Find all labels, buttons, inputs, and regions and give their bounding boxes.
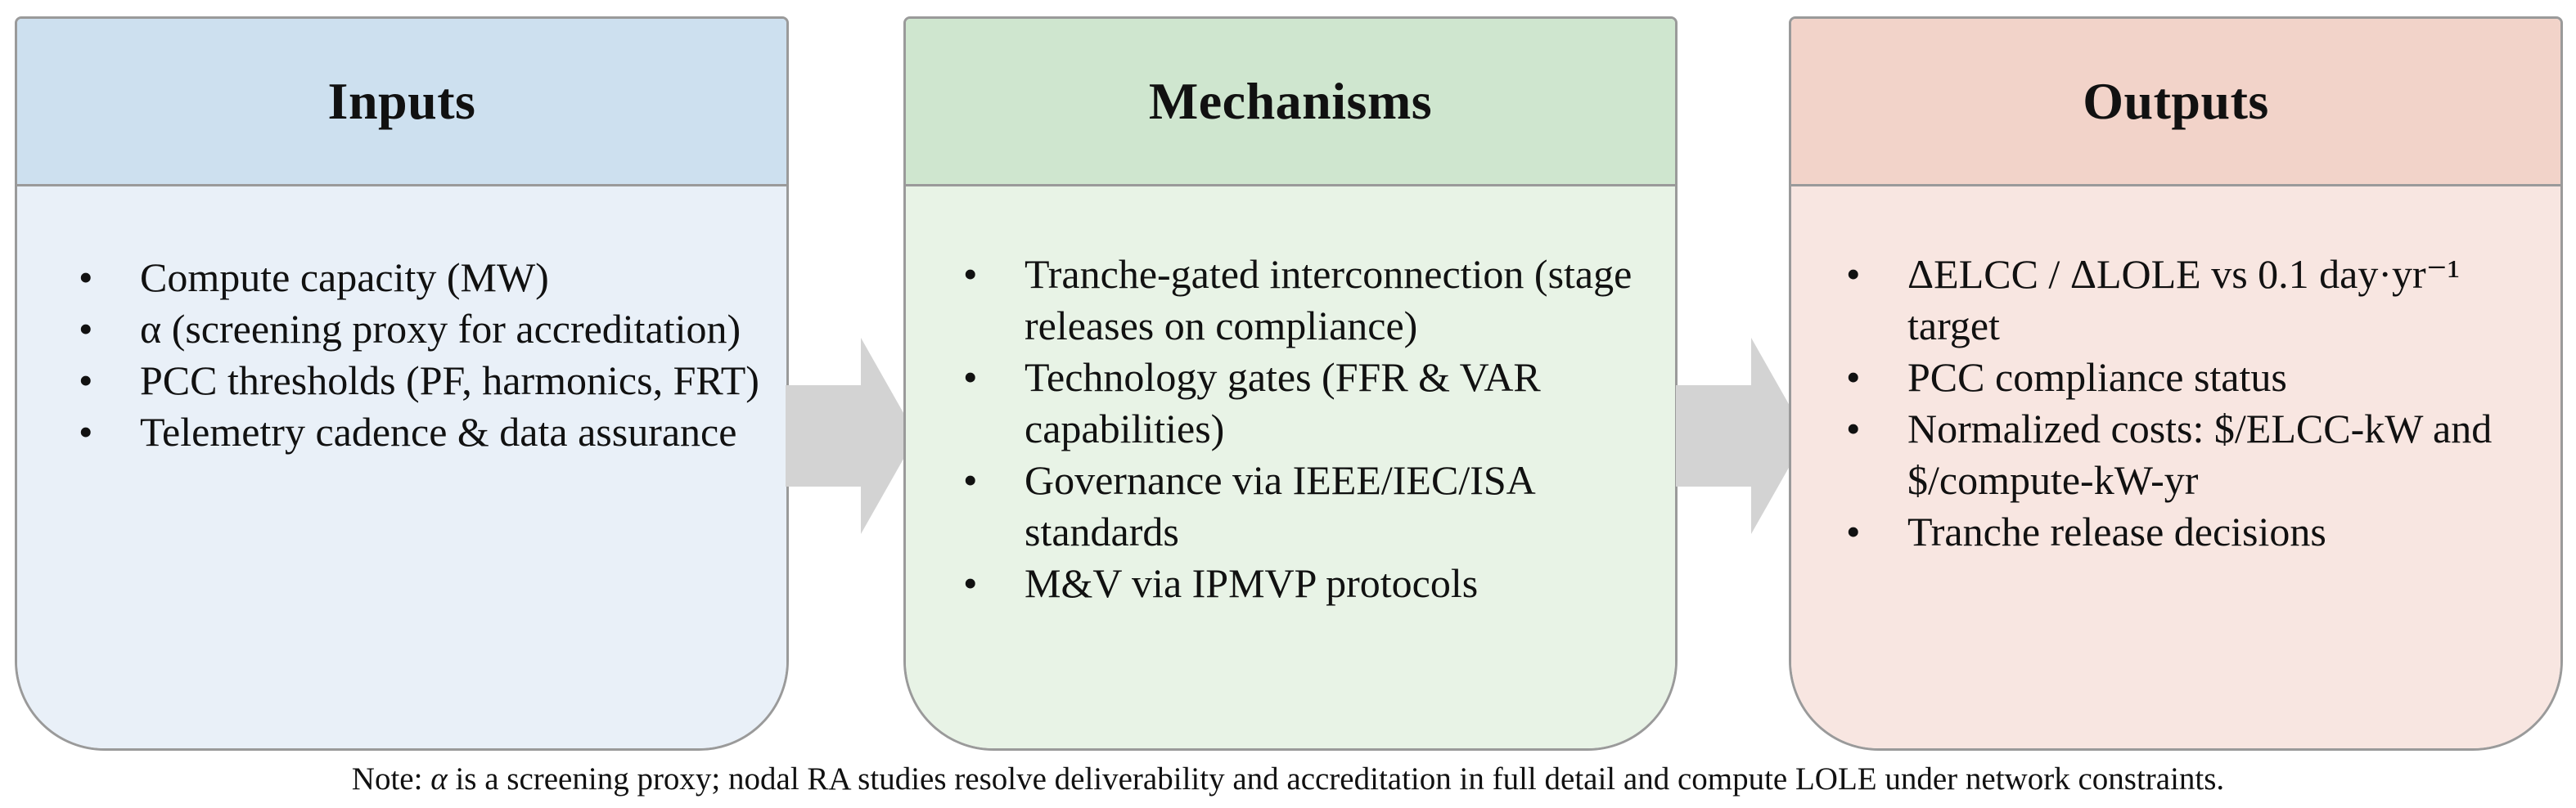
- inputs-panel-body: Compute capacity (MW) α (screening proxy…: [17, 186, 786, 748]
- outputs-panel-header: Outputs: [1791, 19, 2560, 186]
- arrow-shape: [1676, 338, 1807, 534]
- footnote-prefix: Note:: [351, 761, 431, 797]
- arrow-shape: [786, 338, 916, 534]
- footnote-alpha: α: [430, 761, 448, 797]
- list-item: ΔELCC / ΔLOLE vs 0.1 day·yr⁻¹ target: [1846, 249, 2536, 352]
- list-item: Governance via IEEE/IEC/ISA standards: [963, 455, 1659, 558]
- list-item: Normalized costs: $/ELCC-kW and $/comput…: [1846, 403, 2536, 506]
- list-item: PCC thresholds (PF, harmonics, FRT): [79, 355, 762, 406]
- mechanisms-panel-header: Mechanisms: [906, 19, 1675, 186]
- list-item: α (screening proxy for accreditation): [79, 303, 762, 355]
- inputs-panel: Inputs Compute capacity (MW) α (screenin…: [15, 16, 789, 751]
- outputs-panel-body: ΔELCC / ΔLOLE vs 0.1 day·yr⁻¹ target PCC…: [1791, 186, 2560, 748]
- inputs-panel-header: Inputs: [17, 19, 786, 186]
- mechanisms-panel-title: Mechanisms: [1148, 72, 1433, 130]
- inputs-list: Compute capacity (MW) α (screening proxy…: [17, 186, 786, 458]
- inputs-panel-title: Inputs: [327, 72, 476, 130]
- mechanisms-panel: Mechanisms Tranche-gated interconnection…: [903, 16, 1678, 751]
- flow-arrow-icon: [1676, 338, 1807, 534]
- list-item: Compute capacity (MW): [79, 252, 762, 303]
- footnote: Note: α is a screening proxy; nodal RA s…: [0, 759, 2576, 800]
- outputs-panel: Outputs ΔELCC / ΔLOLE vs 0.1 day·yr⁻¹ ta…: [1789, 16, 2563, 751]
- list-item: M&V via IPMVP protocols: [963, 558, 1659, 609]
- list-item: Telemetry cadence & data assurance: [79, 406, 762, 458]
- mechanisms-list: Tranche-gated interconnection (stage rel…: [906, 186, 1675, 609]
- flow-arrow-icon: [786, 338, 916, 534]
- outputs-list: ΔELCC / ΔLOLE vs 0.1 day·yr⁻¹ target PCC…: [1791, 186, 2560, 558]
- list-item: Technology gates (FFR & VAR capabilities…: [963, 352, 1659, 455]
- outputs-panel-title: Outputs: [2083, 72, 2269, 130]
- mechanisms-panel-body: Tranche-gated interconnection (stage rel…: [906, 186, 1675, 748]
- list-item: Tranche release decisions: [1846, 506, 2536, 558]
- footnote-text: is a screening proxy; nodal RA studies r…: [447, 761, 2225, 797]
- list-item: Tranche-gated interconnection (stage rel…: [963, 249, 1659, 352]
- list-item: PCC compliance status: [1846, 352, 2536, 403]
